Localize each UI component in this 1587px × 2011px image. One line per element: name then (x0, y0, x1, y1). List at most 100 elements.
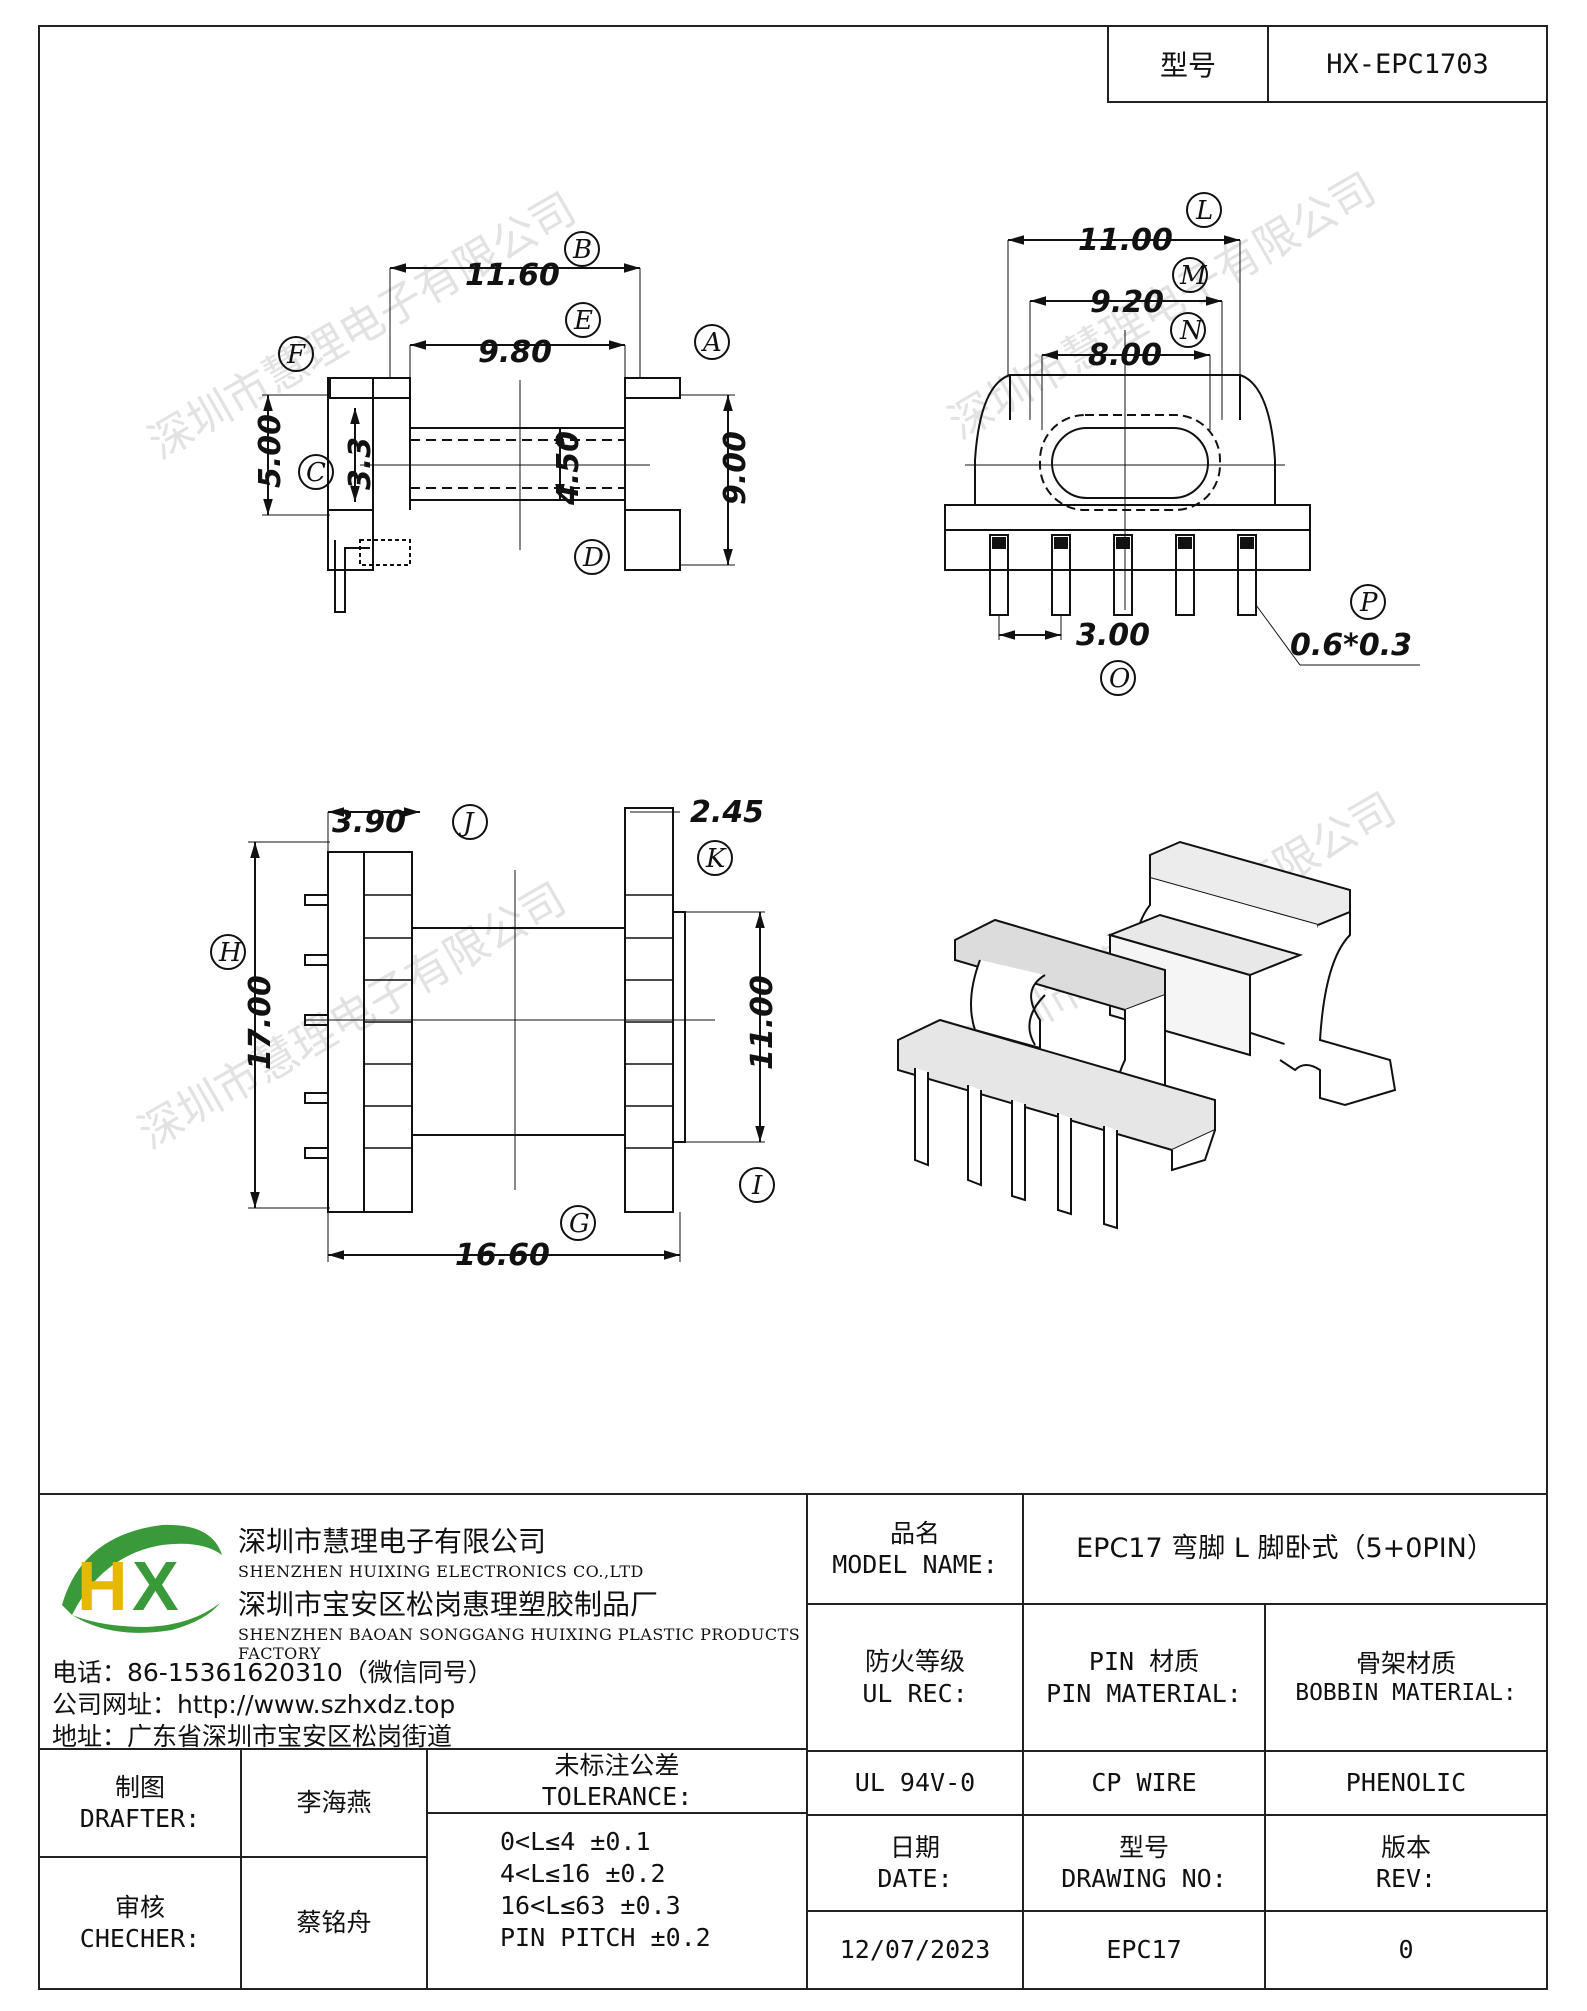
dim-k-value: 2.45 (690, 795, 764, 830)
drawing-no-label-cell: 型号 DRAWING NO: (1022, 1814, 1266, 1912)
dim-e-value: 9.80 (478, 335, 552, 370)
ul-value-cell: UL 94V-0 (806, 1750, 1024, 1816)
company-name-cn: 深圳市慧理电子有限公司 (238, 1525, 547, 1558)
company-logo: H X (62, 1524, 222, 1633)
company-info: H X 深圳市慧理电子有限公司 SHENZHEN HUIXING ELECTRO… (38, 1493, 808, 1751)
label-a-circle: A (701, 328, 722, 358)
ul-rec-en: UL REC: (862, 1678, 968, 1708)
factory-name-en: SHENZHEN BAOAN SONGGANG HUIXING PLASTIC … (238, 1625, 801, 1663)
label-e-circle: E (573, 306, 593, 336)
date-label-cell: 日期 DATE: (806, 1814, 1024, 1912)
date-value-cell: 12/07/2023 (806, 1910, 1024, 1990)
dim-i-value: 11.00 (745, 975, 780, 1070)
date-cn: 日期 (889, 1832, 940, 1862)
tolerance-values-cell: 0<L≤4 ±0.1 4<L≤16 ±0.2 16<L≤63 ±0.3 PIN … (426, 1812, 808, 1990)
model-name-label-cell: 品名 MODEL NAME: (806, 1493, 1024, 1605)
front-pins (989, 534, 1257, 616)
pin-value: CP WIRE (1091, 1768, 1197, 1798)
dim-b-value: 11.60 (465, 258, 560, 293)
label-j-circle: J (458, 808, 475, 838)
front-view-labels: 11.00 9.20 8.00 3.00 0.6*0.3 L M N O P (1076, 192, 1412, 696)
dim-j-value: 3.90 (332, 805, 406, 840)
model-name-value: EPC17 弯脚 L 脚卧式（5+0PIN） (1076, 1533, 1494, 1565)
tolerance-line: PIN PITCH ±0.2 (500, 1923, 711, 1952)
label-c-circle: C (306, 458, 326, 488)
label-i-circle: I (751, 1171, 763, 1201)
ul-rec-cn: 防火等级 (864, 1647, 965, 1677)
drawing-no-value-cell: EPC17 (1022, 1910, 1266, 1990)
label-g-circle: G (569, 1209, 590, 1239)
tolerance-line: 4<L≤16 ±0.2 (500, 1859, 666, 1888)
checker-label-cell: 审核 CHECHER: (38, 1856, 242, 1990)
drafter-name-cell: 李海燕 (240, 1748, 428, 1858)
tolerance-line: 16<L≤63 ±0.3 (500, 1891, 681, 1920)
label-k-circle: K (705, 844, 727, 874)
dim-g-value: 16.60 (455, 1238, 550, 1273)
dim-m-value: 9.20 (1090, 285, 1164, 320)
dim-p-value: 0.6*0.3 (1290, 628, 1412, 663)
technical-drawing: 深圳市慧理电子有限公司 深圳市慧理电子有限公司 深圳市慧理电子有限公司 深圳市慧… (130, 163, 1420, 1273)
ul-rec-label-cell: 防火等级 UL REC: (806, 1603, 1024, 1752)
dim-d-value: 4.50 (551, 431, 586, 506)
rev-cn: 版本 (1380, 1832, 1431, 1862)
title-block: H X 深圳市慧理电子有限公司 SHENZHEN HUIXING ELECTRO… (38, 1493, 1548, 1990)
model-name-cn: 品名 (889, 1518, 940, 1548)
label-h-circle: H (218, 938, 243, 968)
website-text: 公司网址：http://www.szhxdz.top (52, 1690, 456, 1719)
model-name-value-cell: EPC17 弯脚 L 脚卧式（5+0PIN） (1022, 1493, 1548, 1605)
label-f-circle: F (286, 340, 306, 370)
company-name-en: SHENZHEN HUIXING ELECTRONICS CO.,LTD (238, 1562, 644, 1581)
pin-value-cell: CP WIRE (1022, 1750, 1266, 1816)
drawing-no-en: DRAWING NO: (1061, 1864, 1227, 1893)
top-view-labels: 3.90 2.45 17.00 11.00 16.60 J K H I G (210, 795, 780, 1273)
pin-material-en: PIN MATERIAL: (1046, 1678, 1242, 1708)
bobbin-material-en: BOBBIN MATERIAL: (1295, 1679, 1517, 1706)
bobbin-value-cell: PHENOLIC (1264, 1750, 1548, 1816)
checker-en: CHECHER: (79, 1924, 201, 1953)
watermark: 深圳市慧理电子有限公司 (130, 873, 575, 1159)
label-o-circle: O (1109, 664, 1130, 694)
date-value: 12/07/2023 (839, 1935, 991, 1965)
dim-f-value: 5.00 (253, 414, 288, 488)
drawing-no-value: EPC17 (1106, 1935, 1182, 1965)
pin-material-cn: PIN 材质 (1088, 1647, 1200, 1677)
dim-o-value: 3.00 (1076, 618, 1150, 653)
tolerance-line: 0<L≤4 ±0.1 (500, 1827, 651, 1856)
rev-value-cell: 0 (1264, 1910, 1548, 1990)
address-text: 地址：广东省深圳市宝安区松岗街道 (52, 1722, 453, 1751)
dim-a-value: 9.00 (718, 431, 753, 505)
side-view-labels: 11.60 9.80 9.00 5.00 3.3 4.50 B E A F C … (253, 231, 753, 575)
label-l-circle: L (1195, 196, 1213, 226)
watermark: 深圳市慧理电子有限公司 (140, 183, 585, 469)
model-value: HX-EPC1703 (1326, 48, 1489, 80)
svg-text:X: X (132, 1547, 179, 1625)
checker-name-cell: 蔡铭舟 (240, 1856, 428, 1990)
drafter-en: DRAFTER: (79, 1804, 201, 1833)
drafter-label-cell: 制图 DRAFTER: (38, 1748, 242, 1858)
label-b-circle: B (572, 235, 592, 265)
dim-n-value: 8.00 (1088, 338, 1162, 373)
svg-text:H: H (77, 1547, 128, 1625)
bobbin-material-label-cell: 骨架材质 BOBBIN MATERIAL: (1264, 1603, 1548, 1752)
model-label: 型号 (1109, 27, 1269, 101)
ul-value: UL 94V-0 (854, 1768, 976, 1798)
label-m-circle: M (1179, 261, 1208, 291)
factory-name-cn: 深圳市宝安区松岗惠理塑胶制品厂 (238, 1588, 659, 1621)
top-view (248, 807, 765, 1262)
tolerance-en: TOLERANCE: (541, 1782, 693, 1811)
drafter-cn: 制图 (114, 1772, 165, 1802)
tolerance-cn: 未标注公差 (554, 1750, 680, 1780)
dim-c-value: 3.3 (343, 437, 378, 490)
isometric-view (897, 840, 1397, 1230)
checker-name: 蔡铭舟 (296, 1908, 372, 1938)
phone-text: 电话：86-15361620310（微信同号） (52, 1658, 493, 1687)
label-p-circle: P (1359, 588, 1378, 618)
drafter-name: 李海燕 (296, 1788, 372, 1818)
drawing-no-cn: 型号 (1118, 1832, 1169, 1862)
bobbin-material-cn: 骨架材质 (1355, 1648, 1456, 1678)
bobbin-value: PHENOLIC (1345, 1768, 1467, 1798)
date-en: DATE: (877, 1864, 953, 1893)
label-d-circle: D (582, 543, 604, 573)
rev-en: REV: (1375, 1864, 1437, 1893)
pin-material-label-cell: PIN 材质 PIN MATERIAL: (1022, 1603, 1266, 1752)
